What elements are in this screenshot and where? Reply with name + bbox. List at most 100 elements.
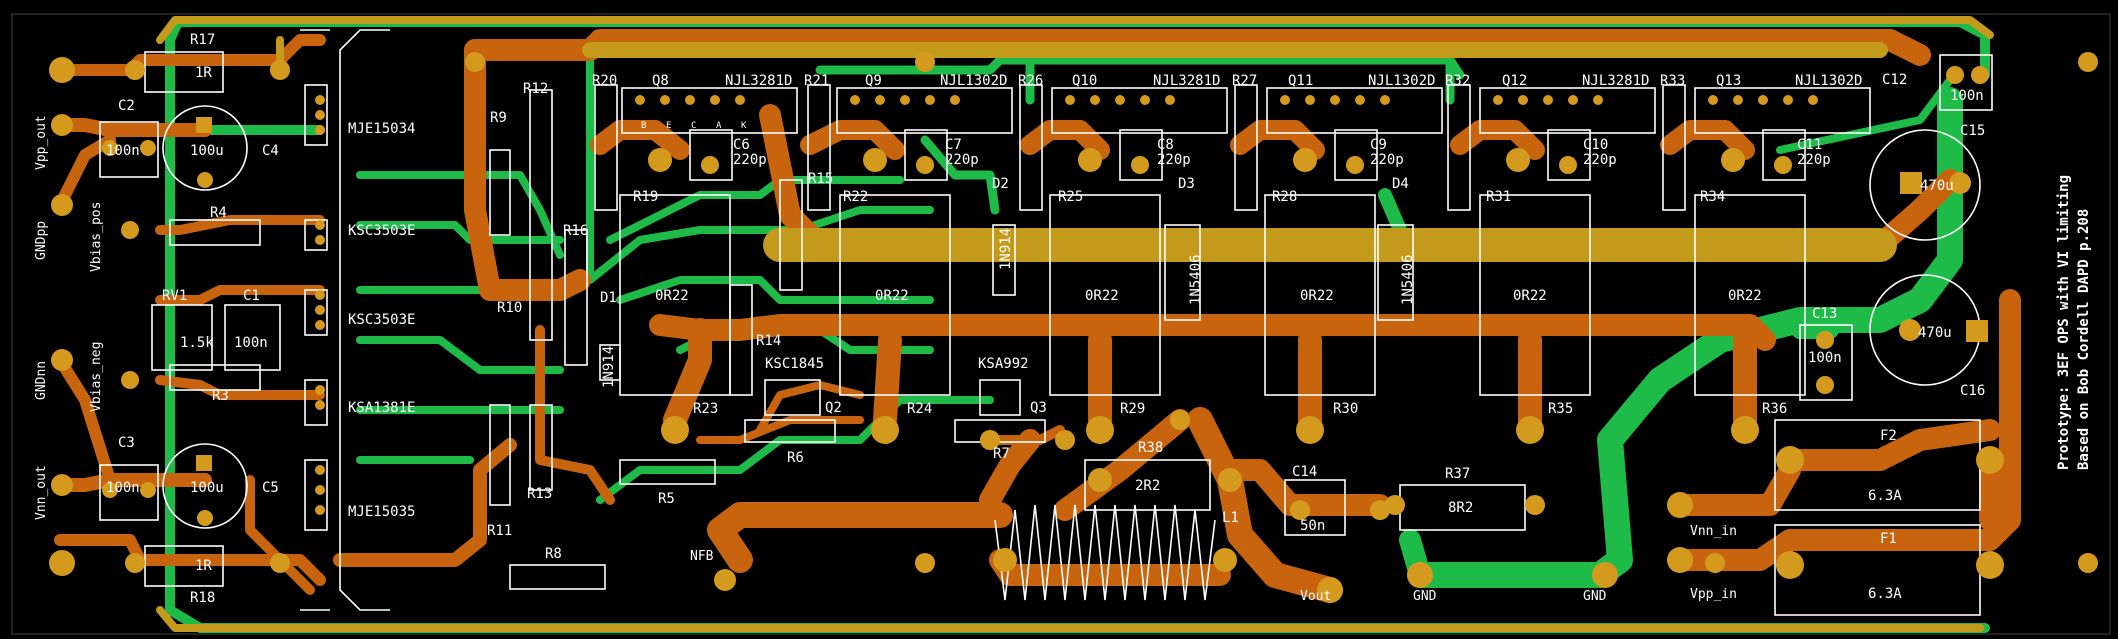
r4-outline — [169, 219, 261, 246]
pad — [1900, 172, 1922, 194]
label-r26: R26 — [1018, 73, 1043, 89]
label-l1: L1 — [1222, 510, 1239, 526]
pad — [1816, 376, 1834, 394]
pad — [1949, 172, 1971, 194]
r3-outline — [169, 364, 261, 391]
c5-outline — [162, 443, 248, 529]
d2-outline — [992, 224, 1016, 296]
pad-nfb — [714, 569, 736, 591]
label-r35: R35 — [1548, 401, 1573, 417]
pad — [1776, 551, 1804, 579]
r32-outline — [1447, 84, 1471, 211]
pad — [315, 485, 325, 495]
pad-gnd — [1407, 562, 1433, 588]
pad-vpp-out — [51, 114, 73, 136]
pad — [1385, 495, 1405, 515]
pad — [1971, 66, 1989, 84]
label-r27: R27 — [1232, 73, 1257, 89]
pad — [1731, 416, 1759, 444]
silkscreen-layer — [99, 29, 1993, 616]
r15-outline — [779, 179, 803, 291]
value-q2: KSC1845 — [765, 356, 824, 372]
label-r13: R13 — [527, 486, 552, 502]
pad — [1131, 156, 1149, 174]
value-c4: 100u — [190, 143, 224, 159]
title-line-2: Based on Bob Cordell DAPD p.208 — [2076, 209, 2092, 470]
pad — [1213, 548, 1237, 572]
front-trace — [979, 429, 1041, 511]
pad — [270, 553, 290, 573]
label-d2: D2 — [992, 176, 1009, 192]
r33-outline — [1662, 84, 1686, 211]
label-c1: C1 — [243, 288, 260, 304]
c3-outline — [99, 464, 159, 521]
value-d1: 1N914 — [601, 346, 617, 388]
label-r20: R20 — [592, 73, 617, 89]
front-trace — [590, 120, 690, 160]
pad — [1506, 148, 1530, 172]
pad — [315, 505, 325, 515]
r27-outline — [1234, 84, 1258, 211]
net-label-vbias-neg: Vbias_neg — [89, 342, 104, 412]
back-trace — [356, 336, 564, 374]
front-trace — [707, 502, 1013, 573]
label-c13: C13 — [1812, 306, 1837, 322]
pad-gndpp — [51, 194, 73, 216]
label-c7: C7 — [945, 137, 962, 153]
overlap-copper-layer — [156, 16, 1994, 632]
label-d3: D3 — [1178, 176, 1195, 192]
label-c3: C3 — [118, 435, 135, 451]
value-q12: NJL3281D — [1582, 73, 1649, 89]
pad-vout — [1317, 577, 1343, 603]
value-c13: 100n — [1808, 350, 1842, 366]
pad — [140, 140, 156, 156]
pad — [863, 148, 887, 172]
front-trace — [54, 354, 116, 486]
net-label-vbias-pos: Vbias_pos — [89, 202, 104, 272]
pad — [1946, 66, 1964, 84]
value-c3: 100n — [106, 480, 140, 496]
value-c5: 100u — [190, 480, 224, 496]
front-trace — [663, 318, 712, 432]
label-c5: C5 — [262, 480, 279, 496]
pad-vbias-neg — [121, 371, 139, 389]
value-emitter-resistor-1: 0R22 — [655, 288, 689, 304]
net-label-vout: Vout — [1300, 589, 1331, 604]
label-c16: C16 — [1960, 383, 1985, 399]
value-r18: 1R — [195, 558, 212, 574]
label-c8: C8 — [1157, 137, 1174, 153]
label-c10: C10 — [1583, 137, 1608, 153]
value-q13: NJL1302D — [1795, 73, 1862, 89]
value-c6: 220p — [733, 152, 767, 168]
label-c6: C6 — [733, 137, 750, 153]
pad — [648, 148, 672, 172]
q4-outline — [304, 219, 328, 251]
value-q6: MJE15034 — [348, 121, 415, 137]
c11-outline — [1762, 129, 1806, 181]
value-emitter-resistor-2: 0R22 — [875, 288, 909, 304]
shared-trace — [156, 606, 1984, 632]
pad — [1218, 468, 1242, 492]
pad — [1296, 416, 1324, 444]
mounting-hole — [49, 57, 75, 83]
front-trace — [800, 120, 905, 160]
emitter-resistor-outline-5 — [1479, 194, 1591, 396]
shared-trace — [156, 16, 1994, 44]
label-r32: R32 — [1445, 73, 1470, 89]
label-c11: C11 — [1797, 137, 1822, 153]
pad — [661, 416, 689, 444]
value-q10: NJL3281D — [1153, 73, 1220, 89]
net-label-vnn-out: Vnn_out — [34, 465, 49, 520]
label-r33: R33 — [1660, 73, 1685, 89]
value-q7: MJE15035 — [348, 504, 415, 520]
net-label-vpp-in: Vpp_in — [1690, 587, 1737, 602]
q11-outline — [1266, 87, 1443, 134]
heatsink-outline-left — [339, 29, 390, 611]
front-trace — [989, 549, 1231, 586]
q8-outline — [621, 87, 798, 134]
back-trace — [596, 396, 994, 504]
label-f1: F1 — [1880, 531, 1897, 547]
c13-outline — [1799, 324, 1853, 401]
r18-outline — [144, 545, 224, 587]
pad — [196, 455, 212, 471]
